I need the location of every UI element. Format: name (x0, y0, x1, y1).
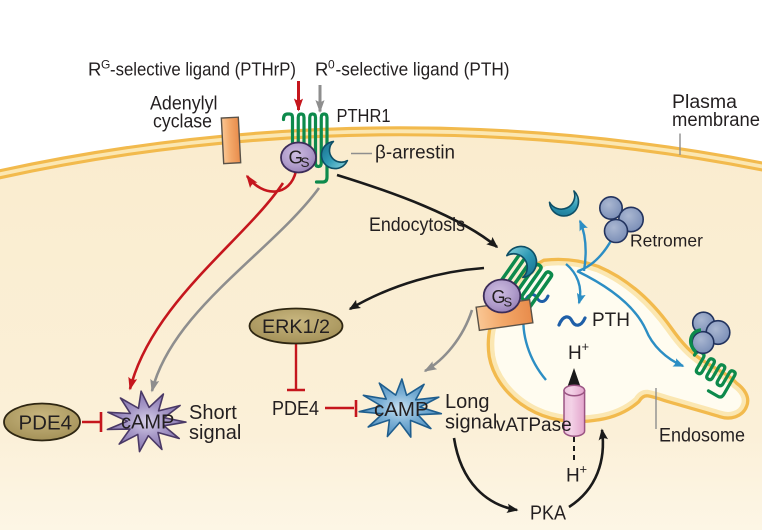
svg-text:S: S (504, 295, 513, 310)
svg-text:PKA: PKA (530, 502, 566, 525)
svg-text:membrane: membrane (672, 110, 760, 131)
svg-text:+: + (580, 462, 588, 477)
svg-text:-selective ligand (PTHrP): -selective ligand (PTHrP) (110, 59, 296, 80)
svg-text:-selective ligand (PTH): -selective ligand (PTH) (336, 59, 510, 80)
svg-text:PDE4: PDE4 (19, 412, 73, 435)
svg-text:PDE4: PDE4 (272, 397, 319, 420)
svg-text:Plasma: Plasma (672, 92, 737, 113)
svg-text:β-arrestin: β-arrestin (375, 143, 455, 164)
svg-text:H: H (568, 343, 582, 364)
svg-text:S: S (301, 155, 310, 170)
svg-text:R: R (88, 59, 101, 80)
svg-text:+: + (582, 339, 590, 354)
svg-text:H: H (566, 466, 580, 487)
svg-text:signal: signal (189, 422, 241, 444)
svg-text:R: R (315, 59, 328, 80)
svg-text:Retromer: Retromer (630, 231, 703, 251)
svg-text:Long: Long (445, 391, 490, 413)
svg-text:Adenylyl: Adenylyl (150, 94, 218, 115)
svg-text:Endocytosis: Endocytosis (369, 215, 465, 236)
svg-text:G: G (101, 58, 110, 72)
svg-text:vATPase: vATPase (496, 415, 572, 436)
svg-text:G: G (492, 287, 506, 307)
svg-text:G: G (289, 147, 303, 168)
svg-text:cAMP: cAMP (121, 412, 174, 434)
svg-text:cAMP: cAMP (374, 398, 429, 421)
svg-text:Endosome: Endosome (659, 426, 745, 447)
svg-text:ERK1/2: ERK1/2 (262, 317, 330, 338)
svg-text:signal: signal (445, 412, 497, 434)
svg-text:cyclase: cyclase (153, 112, 212, 133)
svg-text:0: 0 (328, 58, 335, 72)
svg-text:PTHR1: PTHR1 (337, 106, 391, 126)
svg-text:PTH: PTH (592, 310, 630, 331)
svg-text:Short: Short (189, 402, 237, 424)
